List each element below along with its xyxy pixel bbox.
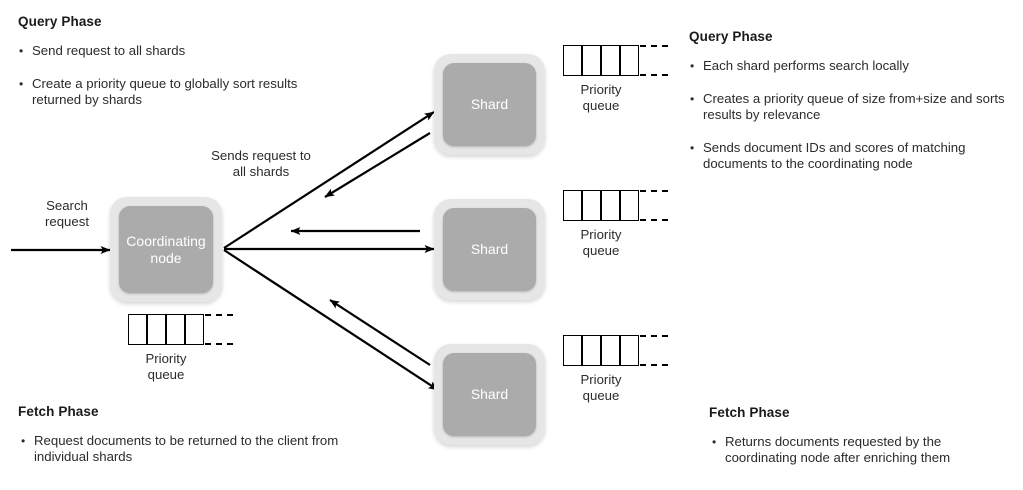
panel-query-phase-right: Query Phase Each shard performs search l…	[689, 29, 1007, 172]
panel-query-phase-left: Query Phase Send request to all shards C…	[18, 14, 318, 108]
list-item: Returns documents requested by the coord…	[709, 434, 1009, 466]
queue-cell	[620, 190, 639, 221]
priority-queue-shard-2: Priority queue	[563, 190, 668, 259]
shard-node-3[interactable]: Shard	[434, 344, 545, 445]
shard-node-1-label: Shard	[470, 96, 509, 112]
shard-node-1-body: Shard	[443, 63, 536, 146]
coordinating-node[interactable]: Coordinating node	[110, 197, 222, 302]
list-item: Create a priority queue to globally sort…	[18, 76, 318, 108]
coordinating-node-label: Coordinating node	[126, 232, 206, 266]
queue-cell	[582, 45, 601, 76]
arrow-shard-3-to-coordinator	[329, 299, 431, 366]
shard-node-3-body: Shard	[443, 353, 536, 436]
shard-node-3-label: Shard	[470, 386, 509, 402]
queue-cell	[563, 45, 582, 76]
bullet-list-query-left: Send request to all shards Create a prio…	[18, 43, 318, 108]
coordinating-node-body: Coordinating node	[119, 206, 213, 293]
queue-cell	[582, 190, 601, 221]
priority-queue-caption: Priority queue	[580, 82, 622, 113]
priority-queue-caption: Priority queue	[580, 372, 622, 403]
arrow-shard-1-to-coordinator	[324, 132, 431, 198]
queue-overflow-dashes	[640, 335, 668, 366]
queue-cell	[563, 190, 582, 221]
list-item: Creates a priority queue of size from+si…	[689, 91, 1007, 123]
queue-overflow-dashes	[205, 314, 233, 345]
list-item: Sends document IDs and scores of matchin…	[689, 140, 1007, 172]
panel-title-fetch-right: Fetch Phase	[709, 405, 790, 420]
priority-queue-cells	[563, 335, 668, 366]
priority-queue-cells	[128, 314, 233, 345]
priority-queue-shard-3: Priority queue	[563, 335, 668, 404]
priority-queue-caption: Priority queue	[580, 227, 622, 258]
queue-cell	[601, 45, 620, 76]
priority-queue-cells	[563, 45, 668, 76]
queue-cell	[620, 45, 639, 76]
queue-cell	[582, 335, 601, 366]
priority-queue-caption: Priority queue	[145, 351, 187, 382]
bullet-list-fetch-left: Request documents to be returned to the …	[18, 433, 378, 465]
shard-node-2-body: Shard	[443, 208, 536, 291]
queue-cell	[147, 314, 166, 345]
queue-cell	[128, 314, 147, 345]
queue-cell	[620, 335, 639, 366]
queue-overflow-dashes	[640, 45, 668, 76]
bullet-list-fetch-right: Returns documents requested by the coord…	[709, 434, 1009, 466]
panel-fetch-phase-right: Fetch Phase Returns documents requested …	[709, 405, 1009, 466]
panel-title-fetch-left: Fetch Phase	[18, 404, 99, 419]
queue-cell	[563, 335, 582, 366]
label-search-request: Search request	[45, 198, 89, 229]
panel-title-query-right: Query Phase	[689, 29, 773, 44]
priority-queue-cells	[563, 190, 668, 221]
queue-cell	[185, 314, 204, 345]
bullet-list-query-right: Each shard performs search locally Creat…	[689, 58, 1007, 172]
shard-node-2-label: Shard	[470, 241, 509, 257]
queue-cell	[166, 314, 185, 345]
priority-queue-coordinator: Priority queue	[128, 314, 233, 383]
arrow-coordinator-to-shard-1	[223, 111, 435, 249]
queue-cell	[601, 190, 620, 221]
shard-node-1[interactable]: Shard	[434, 54, 545, 155]
queue-cell	[601, 335, 620, 366]
arrow-coordinator-to-shard-3	[223, 249, 439, 391]
label-sends-request: Sends request to all shards	[211, 148, 311, 179]
priority-queue-shard-1: Priority queue	[563, 45, 668, 114]
queue-overflow-dashes	[640, 190, 668, 221]
list-item: Each shard performs search locally	[689, 58, 1007, 74]
panel-title-query-left: Query Phase	[18, 14, 102, 29]
shard-node-2[interactable]: Shard	[434, 199, 545, 300]
list-item: Request documents to be returned to the …	[18, 433, 378, 465]
panel-fetch-phase-left: Fetch Phase Request documents to be retu…	[18, 404, 378, 465]
list-item: Send request to all shards	[18, 43, 318, 59]
